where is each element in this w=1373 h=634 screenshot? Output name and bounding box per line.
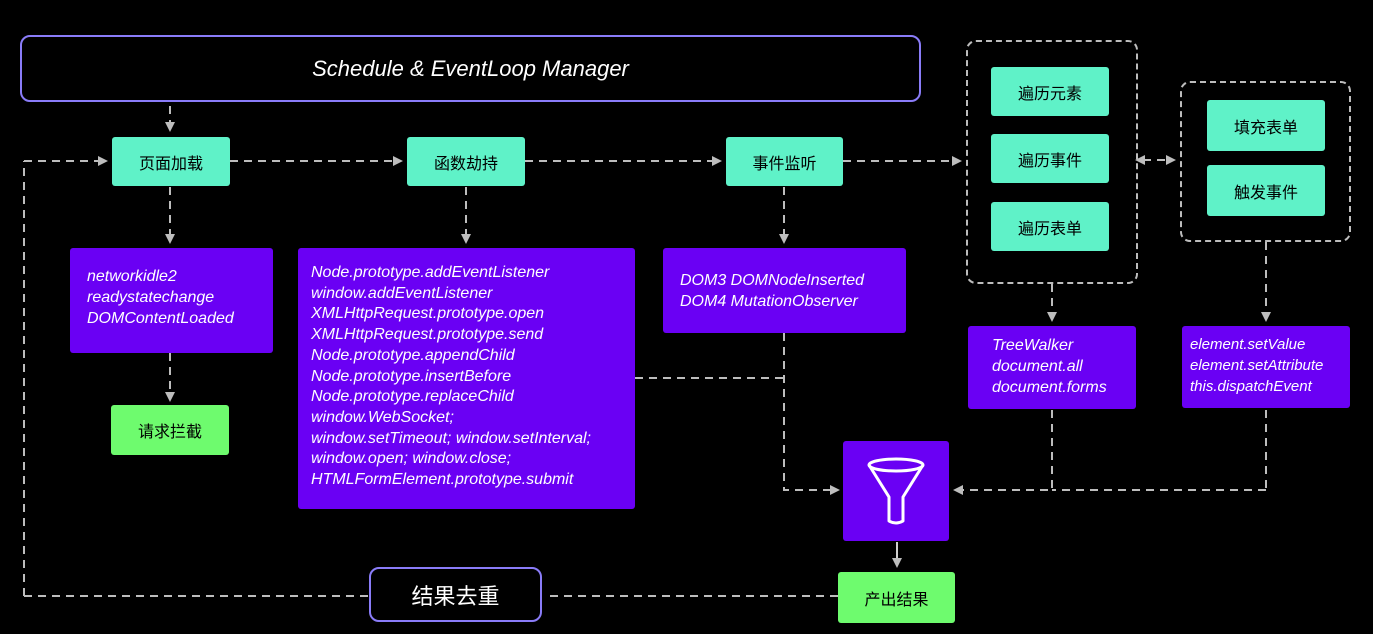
load-events-box: networkidle2 readystatechange DOMContent… <box>70 248 273 353</box>
hijack-api-item: window.open; window.close; <box>311 450 512 468</box>
hijack-api-item: Node.prototype.insertBefore <box>311 367 512 385</box>
traverse-api-item: document.all <box>992 358 1083 375</box>
dom-events-box: DOM3 DOMNodeInserted DOM4 MutationObserv… <box>663 248 906 333</box>
dom-event-item: DOM4 MutationObserver <box>680 293 858 310</box>
hijack-api-item: Node.prototype.replaceChild <box>311 388 514 406</box>
function-hijack-node: 函数劫持 <box>407 137 525 186</box>
load-event-item: DOMContentLoaded <box>87 310 234 327</box>
filter-node <box>843 441 949 541</box>
hijack-api-item: Node.prototype.addEventListener <box>311 264 550 281</box>
form-action-group <box>1180 81 1351 242</box>
hijack-api-item: window.setTimeout; window.setInterval; <box>311 429 591 447</box>
traverse-events-node: 遍历事件 <box>991 134 1109 183</box>
load-event-item: readystatechange <box>87 289 215 306</box>
request-intercept-node: 请求拦截 <box>111 405 229 455</box>
page-load-node: 页面加载 <box>112 137 230 186</box>
element-api-item: this.dispatchEvent <box>1190 378 1312 395</box>
hijack-api-item: XMLHttpRequest.prototype.send <box>311 326 544 344</box>
traverse-apis-box: TreeWalker document.all document.forms <box>968 326 1136 409</box>
hijack-api-item: XMLHttpRequest.prototype.open <box>311 305 545 323</box>
hijack-apis-box: Node.prototype.addEventListener window.a… <box>298 248 635 509</box>
element-api-item: element.setValue <box>1190 336 1306 353</box>
hijack-api-item: Node.prototype.appendChild <box>311 346 515 364</box>
dedupe-node: 结果去重 <box>369 567 542 622</box>
element-apis-box: element.setValue element.setAttribute th… <box>1182 326 1350 408</box>
trigger-event-node: 触发事件 <box>1207 165 1325 216</box>
traverse-elements-node: 遍历元素 <box>991 67 1109 116</box>
hijack-api-item: HTMLFormElement.prototype.submit <box>311 471 574 489</box>
traverse-group <box>966 40 1138 284</box>
hijack-api-item: window.WebSocket; <box>311 408 454 426</box>
fill-form-node: 填充表单 <box>1207 100 1325 151</box>
traverse-forms-node: 遍历表单 <box>991 202 1109 251</box>
load-event-item: networkidle2 <box>87 268 177 285</box>
dom-event-item: DOM3 DOMNodeInserted <box>680 272 865 289</box>
element-api-item: element.setAttribute <box>1190 357 1324 374</box>
event-listen-node: 事件监听 <box>726 137 843 186</box>
funnel-icon <box>867 457 925 525</box>
hijack-api-item: window.addEventListener <box>311 284 493 302</box>
traverse-api-item: TreeWalker <box>992 337 1074 354</box>
traverse-api-item: document.forms <box>992 379 1107 396</box>
output-node: 产出结果 <box>838 572 955 623</box>
schedule-manager-header: Schedule & EventLoop Manager <box>20 35 921 102</box>
